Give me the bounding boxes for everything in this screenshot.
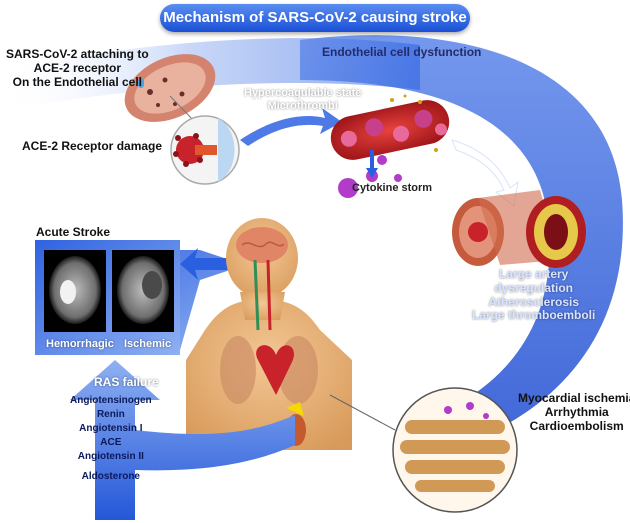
label-attach-line2: ACE-2 receptor bbox=[33, 60, 122, 75]
label-attach: SARS-CoV-2 attaching to ACE-2 receptor O… bbox=[6, 47, 149, 89]
label-hypercoag-line2: Microthrombi bbox=[267, 99, 338, 112]
cytokine-blob bbox=[338, 178, 358, 198]
label-large-artery-line2: dysregulation bbox=[494, 280, 574, 295]
label-hypercoag: Hypercoagulable state Microthrombi bbox=[244, 87, 361, 112]
arrow-to-endothelial bbox=[240, 108, 342, 146]
label-cardiac-line2: Arrhythmia bbox=[544, 404, 609, 419]
page-title-text: Mechanism of SARS-CoV-2 causing stroke bbox=[163, 9, 467, 27]
label-large-artery-line1: Large artery bbox=[498, 267, 569, 281]
ras-item: Angiotensinogen bbox=[70, 395, 152, 406]
page-title: Mechanism of SARS-CoV-2 causing stroke bbox=[160, 4, 470, 32]
label-large-artery-line4: Large thromboemboli bbox=[472, 308, 596, 323]
ras-cascade-list: Angiotensinogen Renin Angiotensin I ACE … bbox=[70, 394, 152, 484]
ras-item: Aldosterone bbox=[81, 471, 140, 482]
ct-scan-hemorrhagic bbox=[44, 250, 106, 332]
large-artery-vessels bbox=[452, 190, 586, 268]
label-hypercoag-line1: Hypercoagulable state bbox=[244, 87, 362, 99]
label-endothelial: Endothelial cell dysfunction bbox=[322, 45, 482, 59]
dysfunctional-vessel bbox=[330, 100, 450, 160]
ct-scan-ischemic bbox=[112, 250, 174, 332]
heart bbox=[256, 345, 295, 395]
label-cardiac: Myocardial ischemia Arrhythmia Cardioemb… bbox=[518, 391, 630, 433]
label-attach-line1: SARS-CoV-2 attaching to bbox=[6, 47, 149, 61]
ras-item: Angiotensin II bbox=[77, 451, 144, 462]
label-ace2-damage: ACE-2 Receptor damage bbox=[22, 139, 163, 153]
ras-item: Renin bbox=[96, 409, 125, 420]
label-large-artery-line3: Atherosclerosis bbox=[488, 294, 580, 309]
label-cardiac-line1: Myocardial ischemia bbox=[518, 391, 630, 405]
label-acute-stroke: Acute Stroke bbox=[36, 225, 111, 239]
flow-sweep-right bbox=[300, 35, 623, 456]
label-cardiac-line3: Cardioembolism bbox=[529, 418, 624, 433]
ras-item: ACE bbox=[100, 437, 122, 448]
ras-item: Angiotensin I bbox=[79, 423, 143, 434]
label-large-artery: Large artery dysregulation Atheroscleros… bbox=[472, 267, 596, 323]
label-cytokine: Cytokine storm bbox=[352, 182, 433, 194]
label-attach-line3: On the Endothelial cell bbox=[12, 74, 143, 89]
label-ras-failure: RAS failure bbox=[94, 375, 159, 389]
ras-arrow bbox=[70, 360, 295, 520]
label-ischemic: Ischemic bbox=[124, 338, 172, 350]
arrow-brain-to-ct bbox=[180, 248, 255, 280]
label-hemorrhagic: Hemorrhagic bbox=[46, 338, 114, 350]
human-figure bbox=[186, 218, 352, 450]
